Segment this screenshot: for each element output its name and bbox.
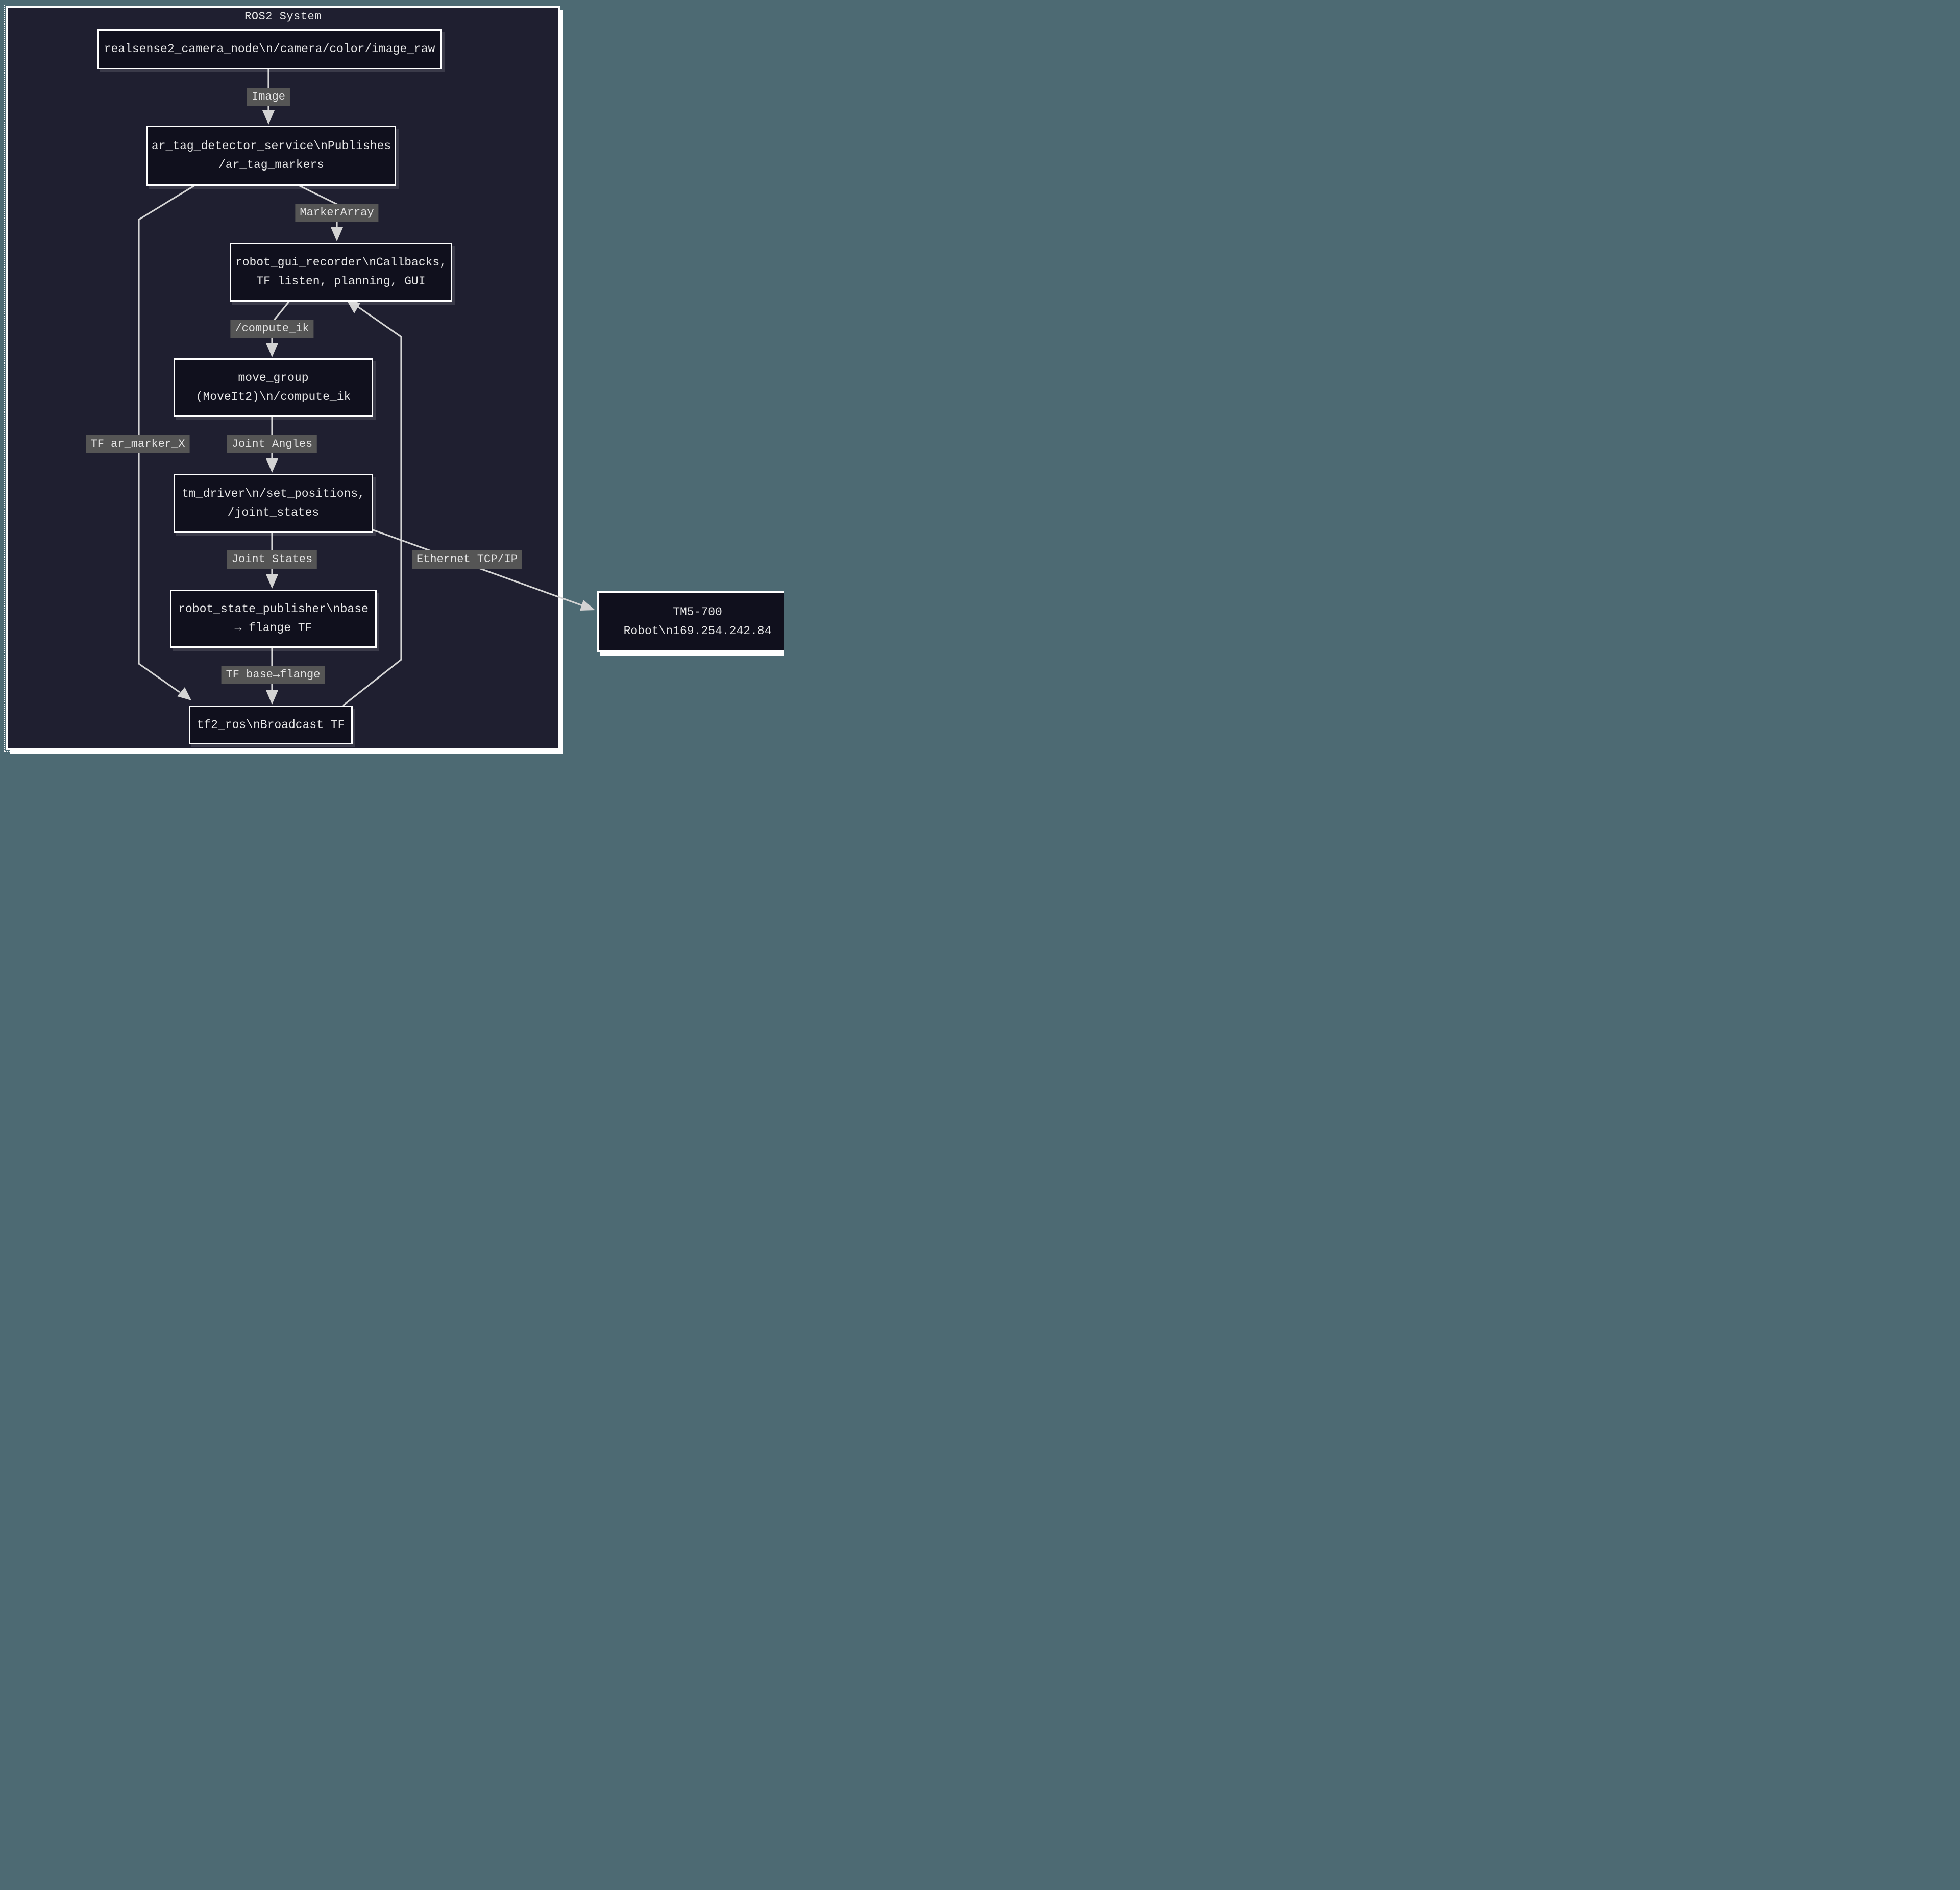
edge-label-compute-ik: /compute_ik: [230, 320, 314, 338]
node-tf2-ros: tf2_ros\nBroadcast TF: [189, 706, 353, 744]
cluster-title: ROS2 System: [244, 10, 322, 23]
node-ar-tag-detector: ar_tag_detector_service\nPublishes /ar_t…: [146, 126, 396, 186]
node-label-line: TM5-700: [673, 605, 722, 619]
edge-label-tf-ar-marker: TF ar_marker_X: [86, 435, 190, 453]
edge-label-ethernet: Ethernet TCP/IP: [411, 550, 523, 569]
node-realsense2-camera: realsense2_camera_node\n/camera/color/im…: [97, 29, 442, 69]
node-tm-driver: tm_driver\n/set_positions, /joint_states: [174, 474, 373, 533]
node-label-line: robot_state_publisher\nbase: [178, 602, 369, 616]
node-robot-gui-recorder: robot_gui_recorder\nCallbacks, TF listen…: [230, 243, 452, 302]
node-label-line: ar_tag_detector_service\nPublishes: [151, 139, 391, 153]
node-move-group: move_group (MoveIt2)\n/compute_ik: [174, 358, 373, 417]
node-label-line: (MoveIt2)\n/compute_ik: [195, 390, 351, 403]
edge-label-markerarray: MarkerArray: [295, 204, 379, 222]
node-label-line: tm_driver\n/set_positions,: [182, 487, 365, 500]
node-tm5-700-robot: TM5-700 Robot\n169.254.242.84: [597, 591, 784, 652]
dashed-guide-left: [4, 5, 5, 752]
node-label-line: /joint_states: [227, 506, 320, 519]
node-label-line: → flange TF: [234, 621, 312, 635]
node-label-line: Robot\n169.254.242.84: [623, 624, 772, 638]
node-label-line: tf2_ros\nBroadcast TF: [197, 718, 345, 732]
node-label-line: TF listen, planning, GUI: [256, 275, 426, 288]
edge-label-tf-base-flange: TF base→flange: [221, 666, 325, 684]
edge-label-joint-angles: Joint Angles: [227, 435, 317, 453]
node-robot-state-publisher: robot_state_publisher\nbase → flange TF: [170, 590, 377, 648]
node-label-line: /ar_tag_markers: [218, 158, 325, 172]
arrowhead-ethernet: [580, 600, 595, 611]
node-label-line: robot_gui_recorder\nCallbacks,: [235, 256, 447, 269]
node-label-line: move_group: [238, 371, 309, 384]
edge-label-image: Image: [247, 88, 290, 106]
dashed-guide-bottom: [5, 751, 29, 752]
edge-label-joint-states: Joint States: [227, 550, 317, 569]
node-label-line: realsense2_camera_node\n/camera/color/im…: [104, 42, 435, 56]
diagram-canvas: ROS2 System Image MarkerArray /compute_i…: [0, 0, 784, 756]
